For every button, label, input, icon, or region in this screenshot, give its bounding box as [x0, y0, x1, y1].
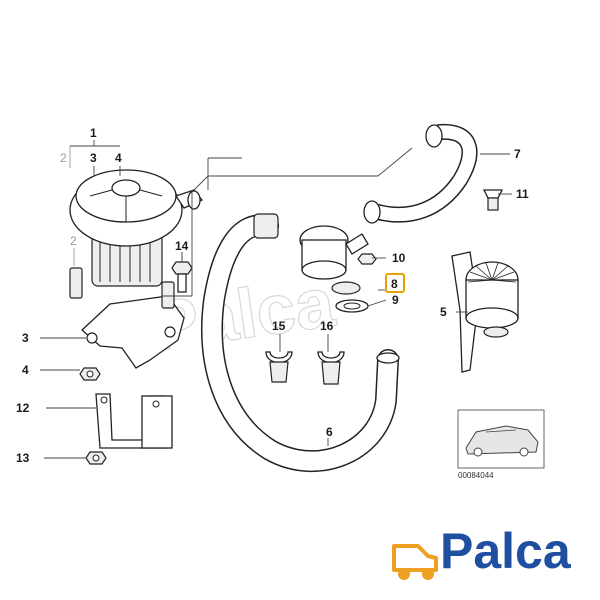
callout-8-highlight — [385, 273, 405, 293]
clip-15 — [265, 351, 293, 383]
clip-16 — [317, 351, 345, 385]
callout-2: 2 — [60, 151, 67, 165]
callout-3-top: 3 — [90, 151, 97, 165]
nut-10 — [357, 253, 377, 265]
hose-6 — [201, 213, 400, 473]
air-pump — [69, 169, 204, 287]
callout-6: 6 — [326, 425, 333, 439]
callout-2-side: 2 — [70, 234, 77, 248]
callout-9: 9 — [392, 293, 399, 307]
callout-15: 15 — [272, 319, 286, 333]
car-thumbnail — [457, 409, 545, 469]
callout-10: 10 — [392, 251, 406, 265]
bolt-14 — [171, 261, 193, 293]
bolt-11 — [482, 189, 504, 211]
palca-logo-text: Palca — [440, 523, 571, 579]
reference-code: 00084044 — [458, 471, 494, 480]
callout-3-bracket: 3 — [22, 331, 29, 345]
callout-13: 13 — [16, 451, 30, 465]
callout-7: 7 — [514, 147, 521, 161]
callout-4-nut: 4 — [22, 363, 29, 377]
truck-icon — [392, 544, 438, 580]
nut-13 — [85, 451, 107, 465]
callout-1: 1 — [90, 126, 97, 140]
nut-4 — [79, 367, 101, 381]
support-bracket-12 — [95, 393, 173, 449]
hose-7 — [363, 123, 478, 224]
callout-11: 11 — [516, 187, 529, 201]
callout-8: 8 — [391, 277, 398, 291]
gasket-9 — [335, 299, 369, 313]
leader-lines — [40, 140, 512, 459]
callout-12: 12 — [16, 401, 30, 415]
callout-4-top: 4 — [115, 151, 122, 165]
check-valve — [299, 225, 369, 295]
pump-bracket — [69, 267, 185, 369]
callout-5: 5 — [440, 305, 447, 319]
callout-16: 16 — [320, 319, 334, 333]
callout-14: 14 — [175, 239, 189, 253]
palca-logo — [392, 544, 438, 580]
callouts: 1 2 3 4 2 14 3 4 12 13 15 16 6 7 10 8 9 … — [16, 126, 529, 465]
